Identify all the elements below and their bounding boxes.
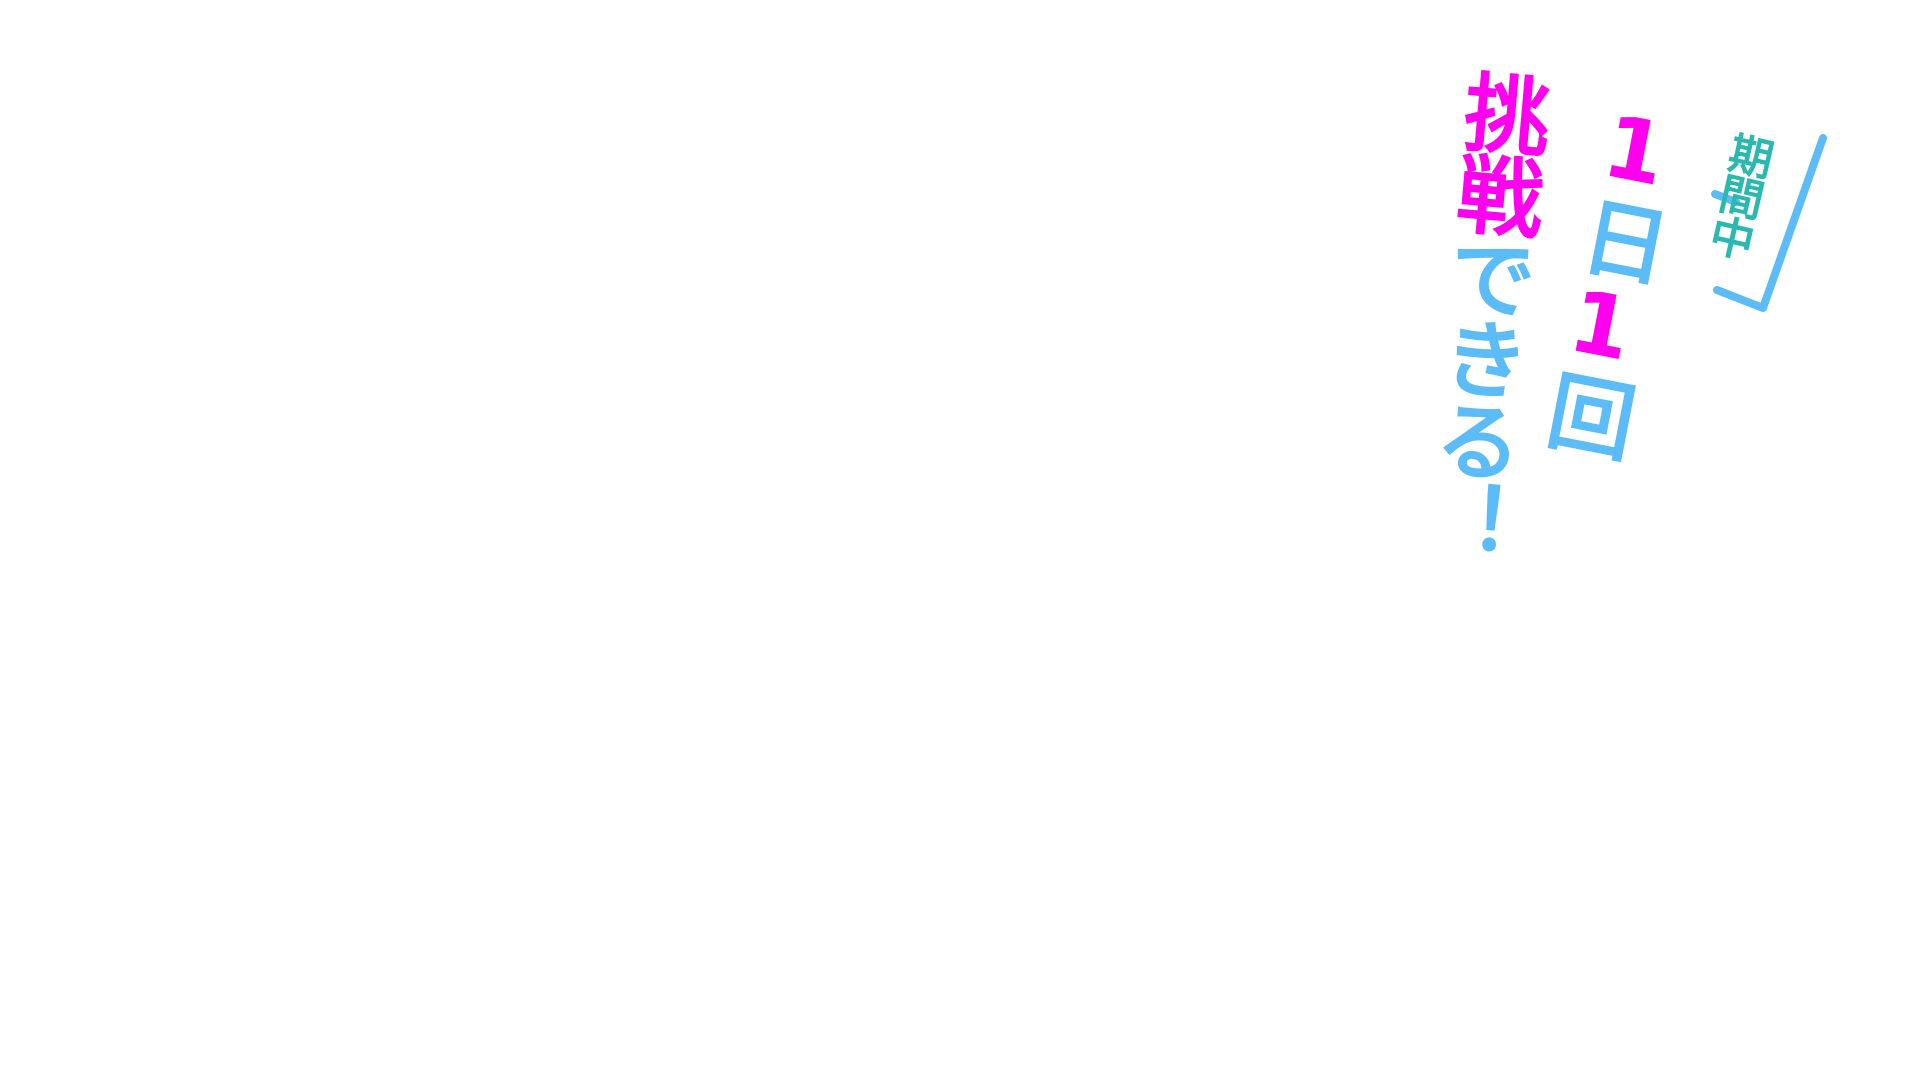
- challenge-word: 挑戦: [1438, 65, 1553, 238]
- promo-banner: 期間中 1日1回 挑戦できる！: [1410, 60, 1850, 564]
- bracket-line: [1713, 134, 1827, 312]
- bracket-frame: [1711, 134, 1827, 312]
- count-number-2: 1: [1542, 267, 1660, 381]
- bracket-tick: [1711, 190, 1740, 206]
- count-number-1: 1: [1576, 92, 1694, 206]
